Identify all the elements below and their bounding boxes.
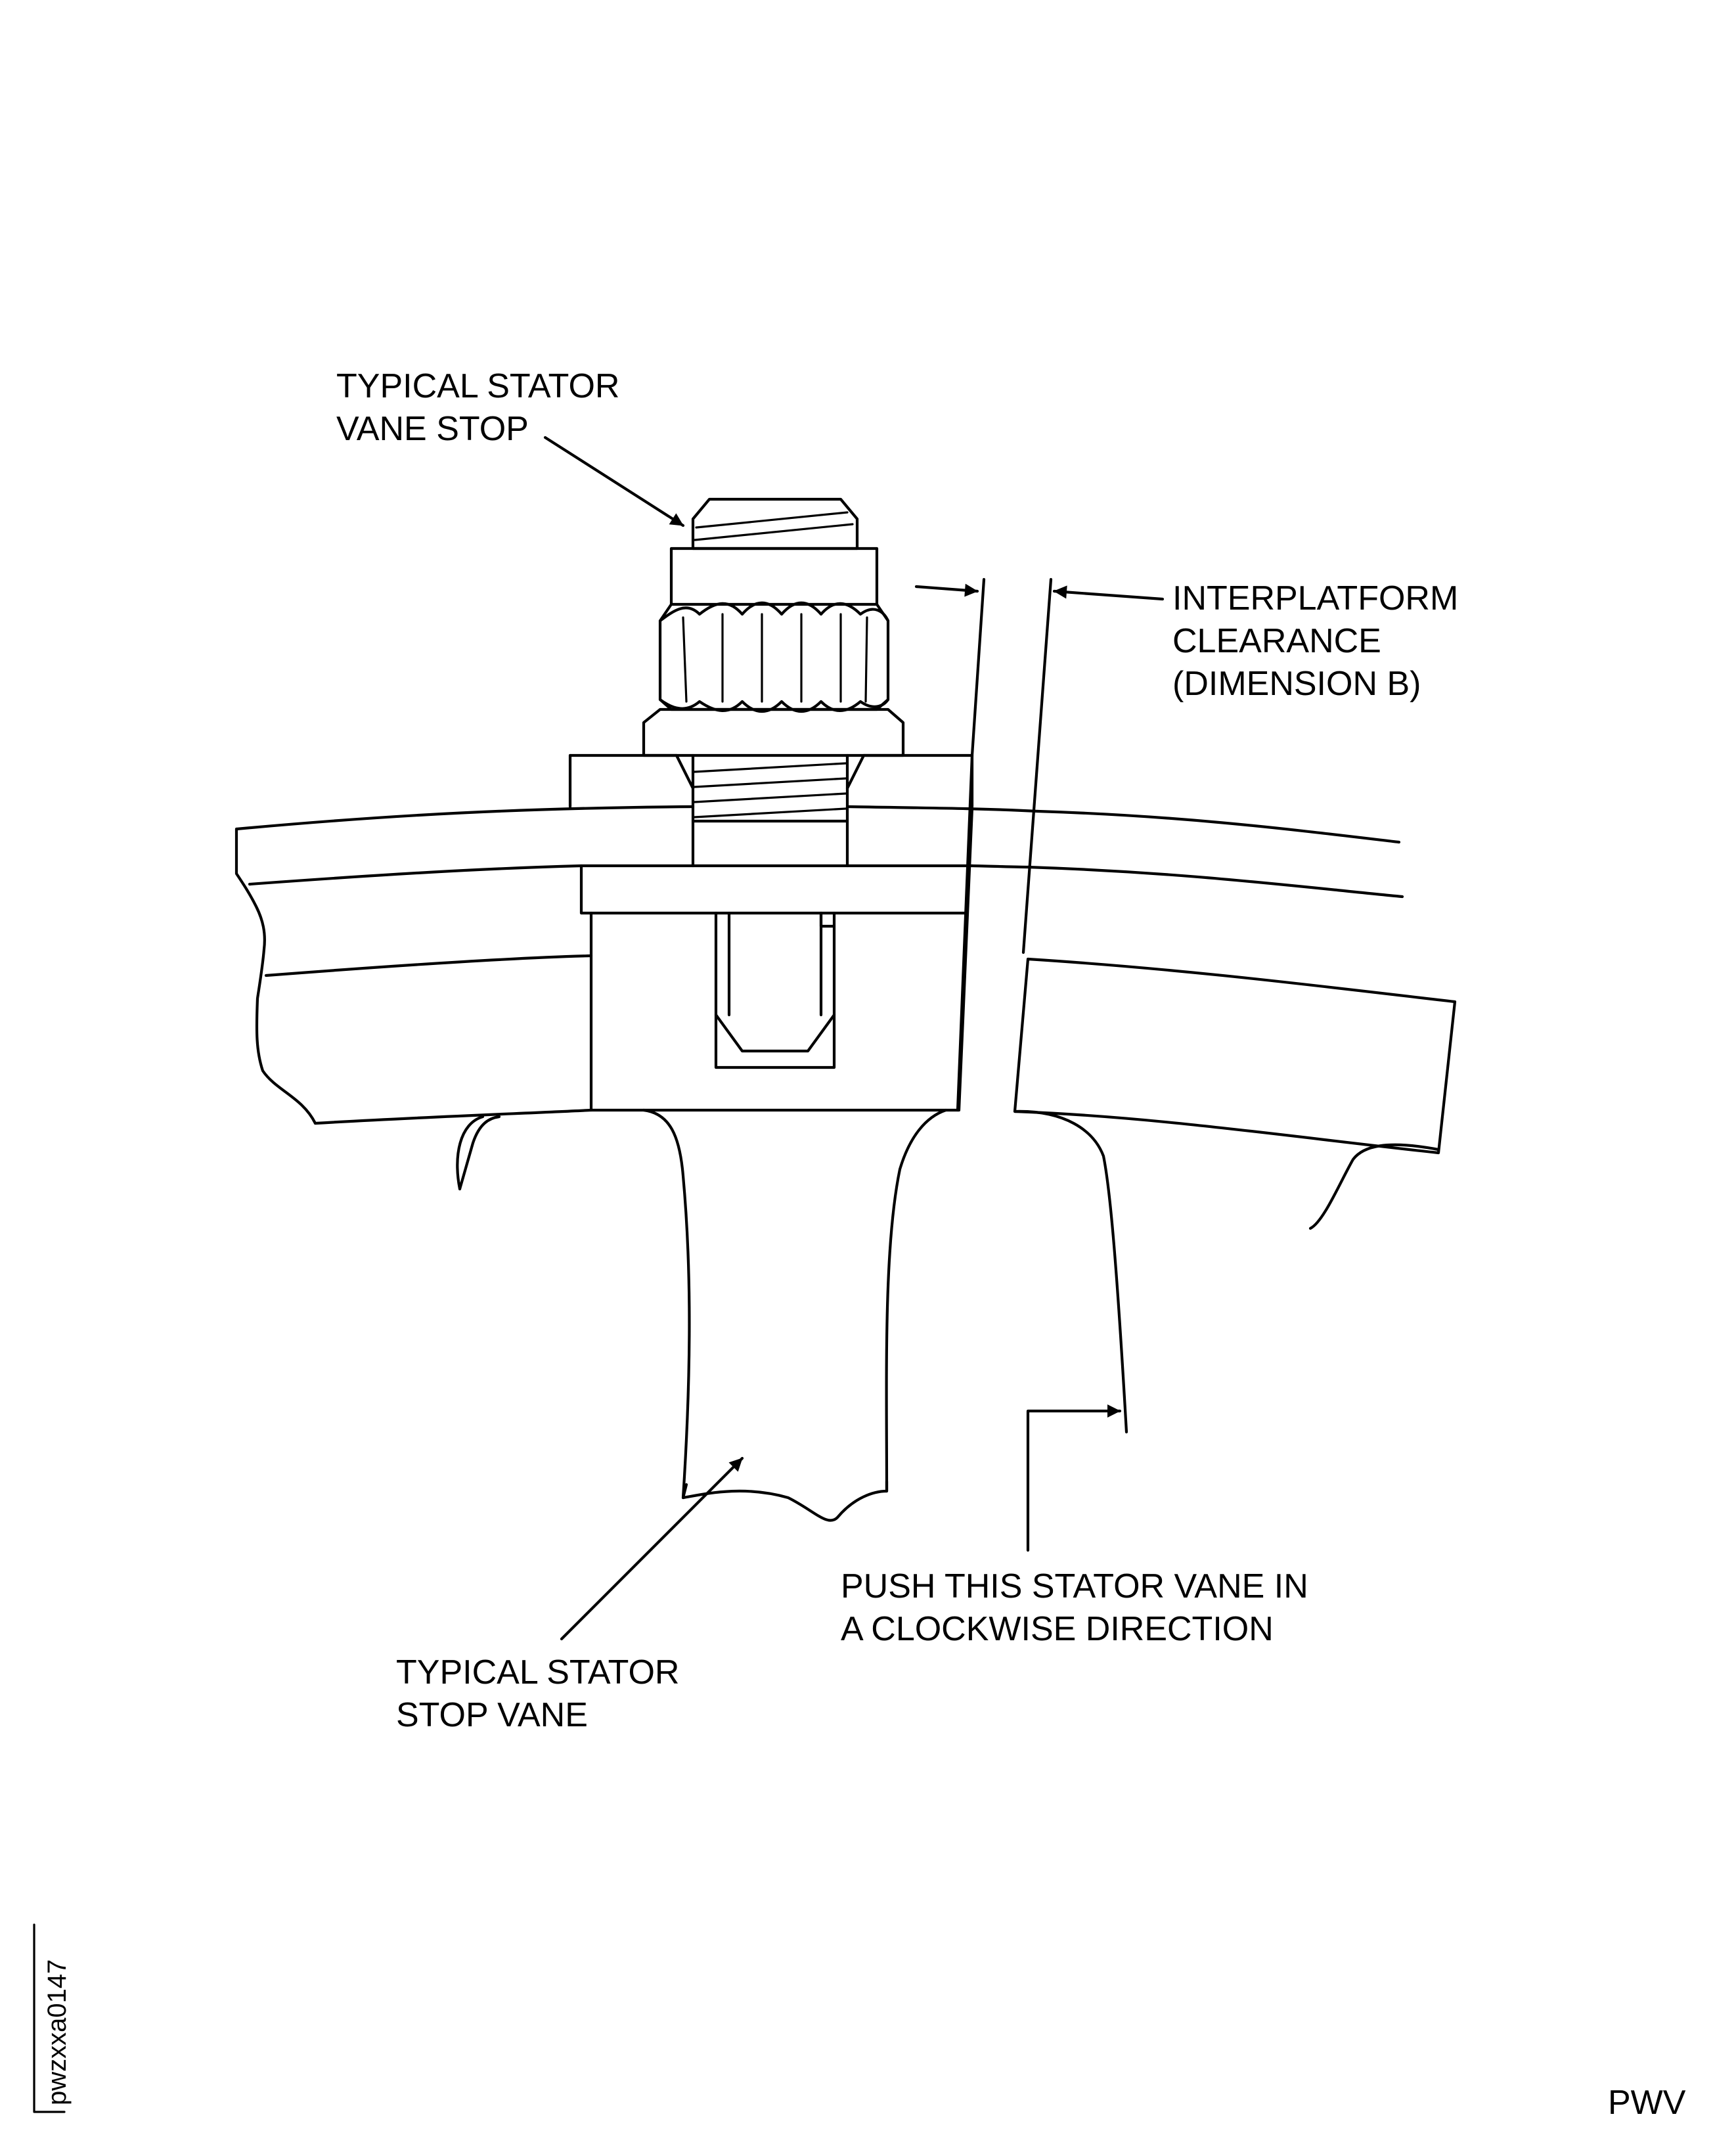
label-stop-vane: TYPICAL STATOR STOP VANE xyxy=(396,1653,680,1734)
label-vane-stop-line2: VANE STOP xyxy=(336,410,529,448)
adjacent-vane-platform xyxy=(956,577,1457,1434)
label-vane-stop: TYPICAL STATOR VANE STOP xyxy=(336,367,620,448)
label-stop-vane-line2: STOP VANE xyxy=(396,1696,588,1734)
figure-id-text: pwzxxa0147 xyxy=(43,1960,72,2105)
label-vane-stop-line1: TYPICAL STATOR xyxy=(336,367,620,405)
label-interplatform-clearance: INTERPLATFORM CLEARANCE (DIMENSION B) xyxy=(1172,579,1458,703)
label-push-line2: A CLOCKWISE DIRECTION xyxy=(841,1610,1274,1648)
label-push-instruction: PUSH THIS STATOR VANE IN A CLOCKWISE DIR… xyxy=(841,1567,1308,1648)
label-push-line1: PUSH THIS STATOR VANE IN xyxy=(841,1567,1308,1605)
vane-stop-bolt xyxy=(642,497,905,868)
stop-vane-platform xyxy=(234,753,1040,1522)
corner-code: PWV xyxy=(1608,2084,1686,2122)
label-clearance-line3: (DIMENSION B) xyxy=(1172,665,1421,703)
label-clearance-line1: INTERPLATFORM xyxy=(1172,579,1458,617)
label-stop-vane-line1: TYPICAL STATOR xyxy=(396,1653,680,1691)
leader-lines xyxy=(543,436,1165,1641)
figure-id: pwzxxa0147 xyxy=(33,1923,72,2113)
label-clearance-line2: CLEARANCE xyxy=(1172,622,1381,660)
